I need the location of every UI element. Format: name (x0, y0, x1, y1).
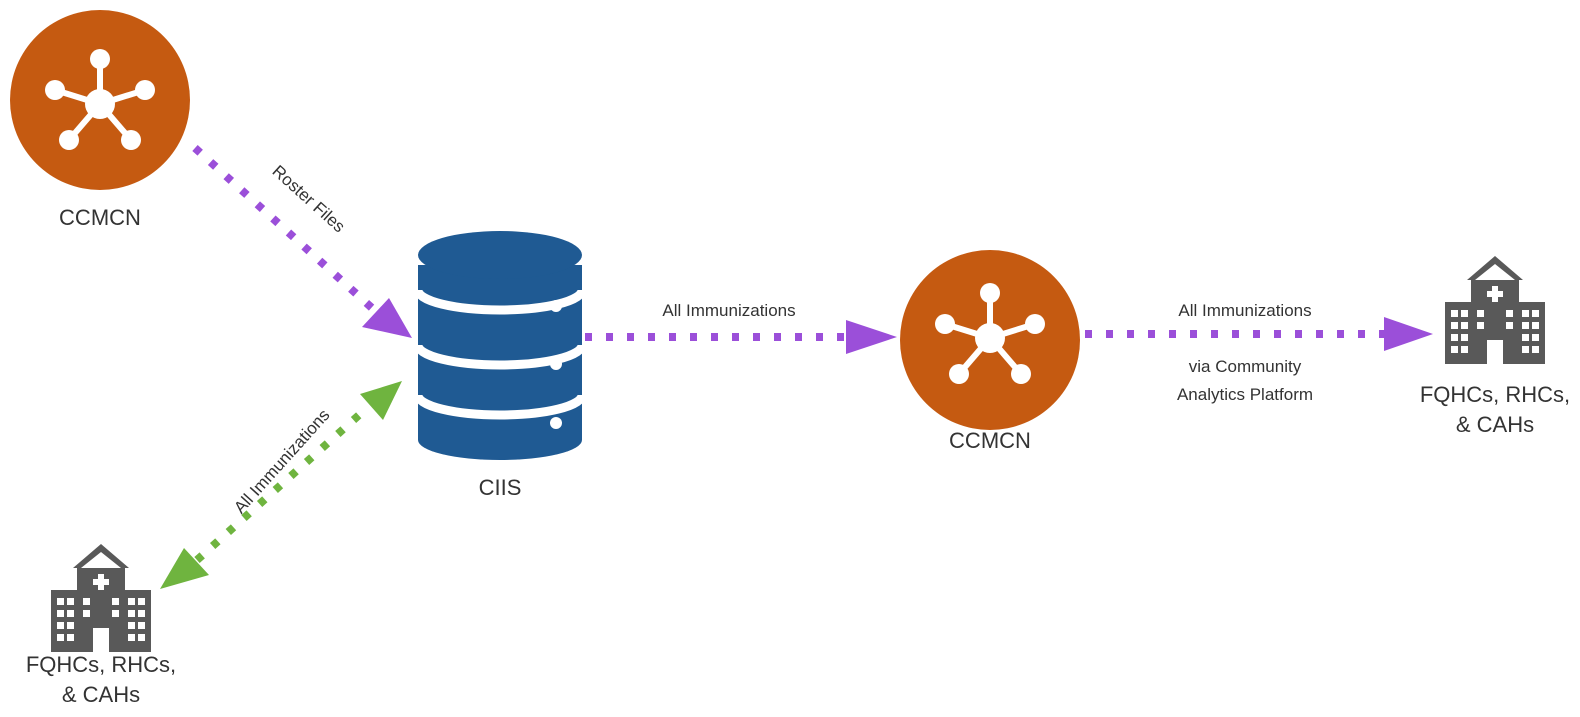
ciis-node: CIIS (413, 231, 587, 500)
ccmcn-top-node: CCMCN (10, 10, 190, 230)
facility-immunizations-label: All Immunizations (230, 405, 333, 517)
roster-files-connector: Roster Files (192, 145, 412, 338)
facility-arrowhead (1384, 317, 1433, 351)
platform-name-label: Analytics Platform (1177, 385, 1313, 404)
roster-files-label: Roster Files (269, 162, 349, 237)
ccmcn-mid-node: CCMCN (900, 250, 1080, 453)
ciis-label: CIIS (479, 475, 522, 500)
facility-bottom-node: FQHCs, RHCs, & CAHs (26, 544, 176, 707)
ciis-immunizations-label: All Immunizations (662, 301, 795, 320)
facility-to-ciis-connector: All Immunizations (160, 381, 402, 589)
facility-right-node: FQHCs, RHCs, & CAHs (1420, 256, 1570, 437)
hospital-building-icon (51, 544, 151, 652)
platform-via-label: via Community (1189, 357, 1302, 376)
ciis-to-ccmcn-connector: All Immunizations (585, 301, 897, 354)
ccmcn-top-label: CCMCN (59, 205, 141, 230)
facility-bottom-label-line2: & CAHs (62, 682, 140, 707)
database-icon (413, 231, 587, 460)
facility-arrowhead-green (160, 548, 209, 589)
hospital-building-icon (1445, 256, 1545, 364)
facility-right-label-line1: FQHCs, RHCs, (1420, 382, 1570, 407)
ciis-arrowhead-green (360, 381, 402, 420)
facility-bottom-label-line1: FQHCs, RHCs, (26, 652, 176, 677)
roster-arrowhead (362, 298, 412, 338)
facility-right-label-line2: & CAHs (1456, 412, 1534, 437)
ccmcn-mid-label: CCMCN (949, 428, 1031, 453)
ccmcn-arrowhead (846, 320, 897, 354)
platform-immunizations-label: All Immunizations (1178, 301, 1311, 320)
ccmcn-to-facility-connector: All Immunizations via Community Analytic… (1085, 301, 1433, 404)
